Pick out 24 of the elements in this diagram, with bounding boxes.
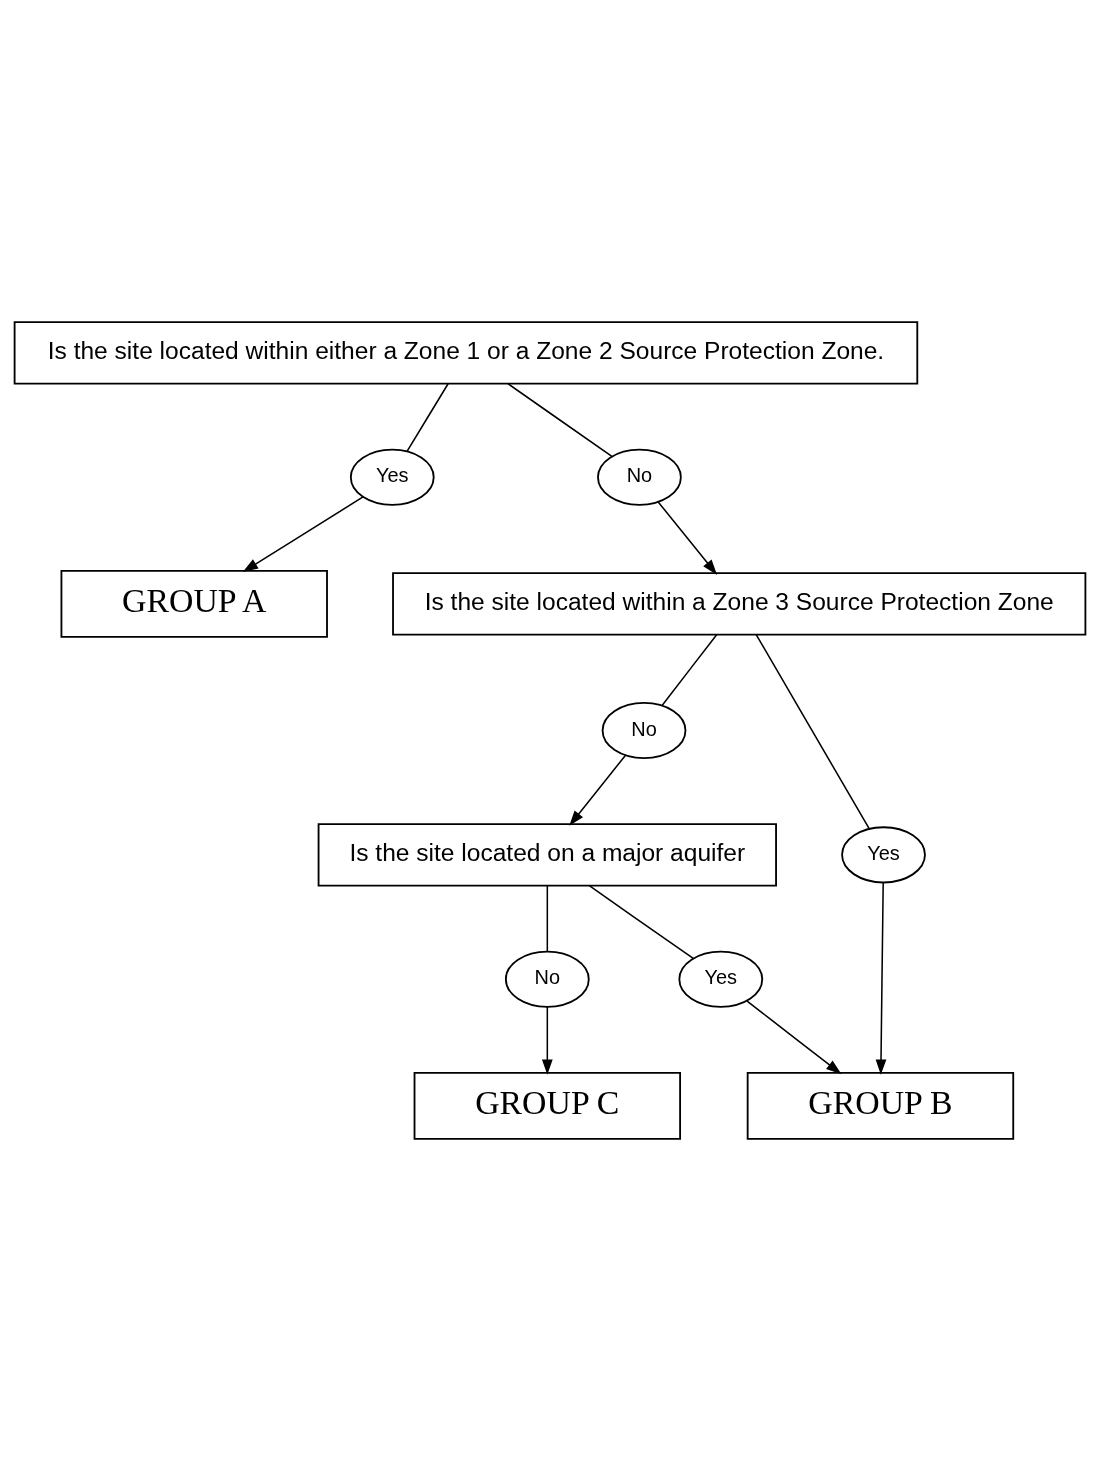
node-box: Is the site located on a major aquifer [317, 823, 777, 887]
node-ellipse: Yes [349, 448, 435, 506]
node-box: Is the site located within a Zone 3 Source Protection Zone [392, 572, 1087, 636]
arrow [242, 496, 364, 573]
node-box: GROUP A [60, 569, 328, 638]
arrow [746, 1000, 842, 1075]
node-box: GROUP B [746, 1071, 1015, 1140]
arrow [875, 882, 887, 1075]
connector [546, 884, 549, 953]
connector [755, 634, 870, 830]
connector [588, 884, 694, 960]
connector [406, 382, 449, 452]
node-ellipse: No [597, 448, 682, 506]
node-ellipse: No [504, 950, 590, 1008]
node-ellipse: Yes [841, 826, 926, 884]
node-ellipse: Yes [678, 950, 764, 1008]
node-box: GROUP C [413, 1071, 682, 1140]
arrow [541, 1006, 553, 1075]
arrow [657, 501, 718, 575]
node-ellipse: No [601, 701, 687, 760]
connector [507, 382, 613, 458]
connector [661, 633, 718, 707]
node-box: Is the site located within either a Zone 1 or a Zone 2 Source Protection Zone. [13, 321, 919, 385]
arrow [569, 754, 627, 826]
